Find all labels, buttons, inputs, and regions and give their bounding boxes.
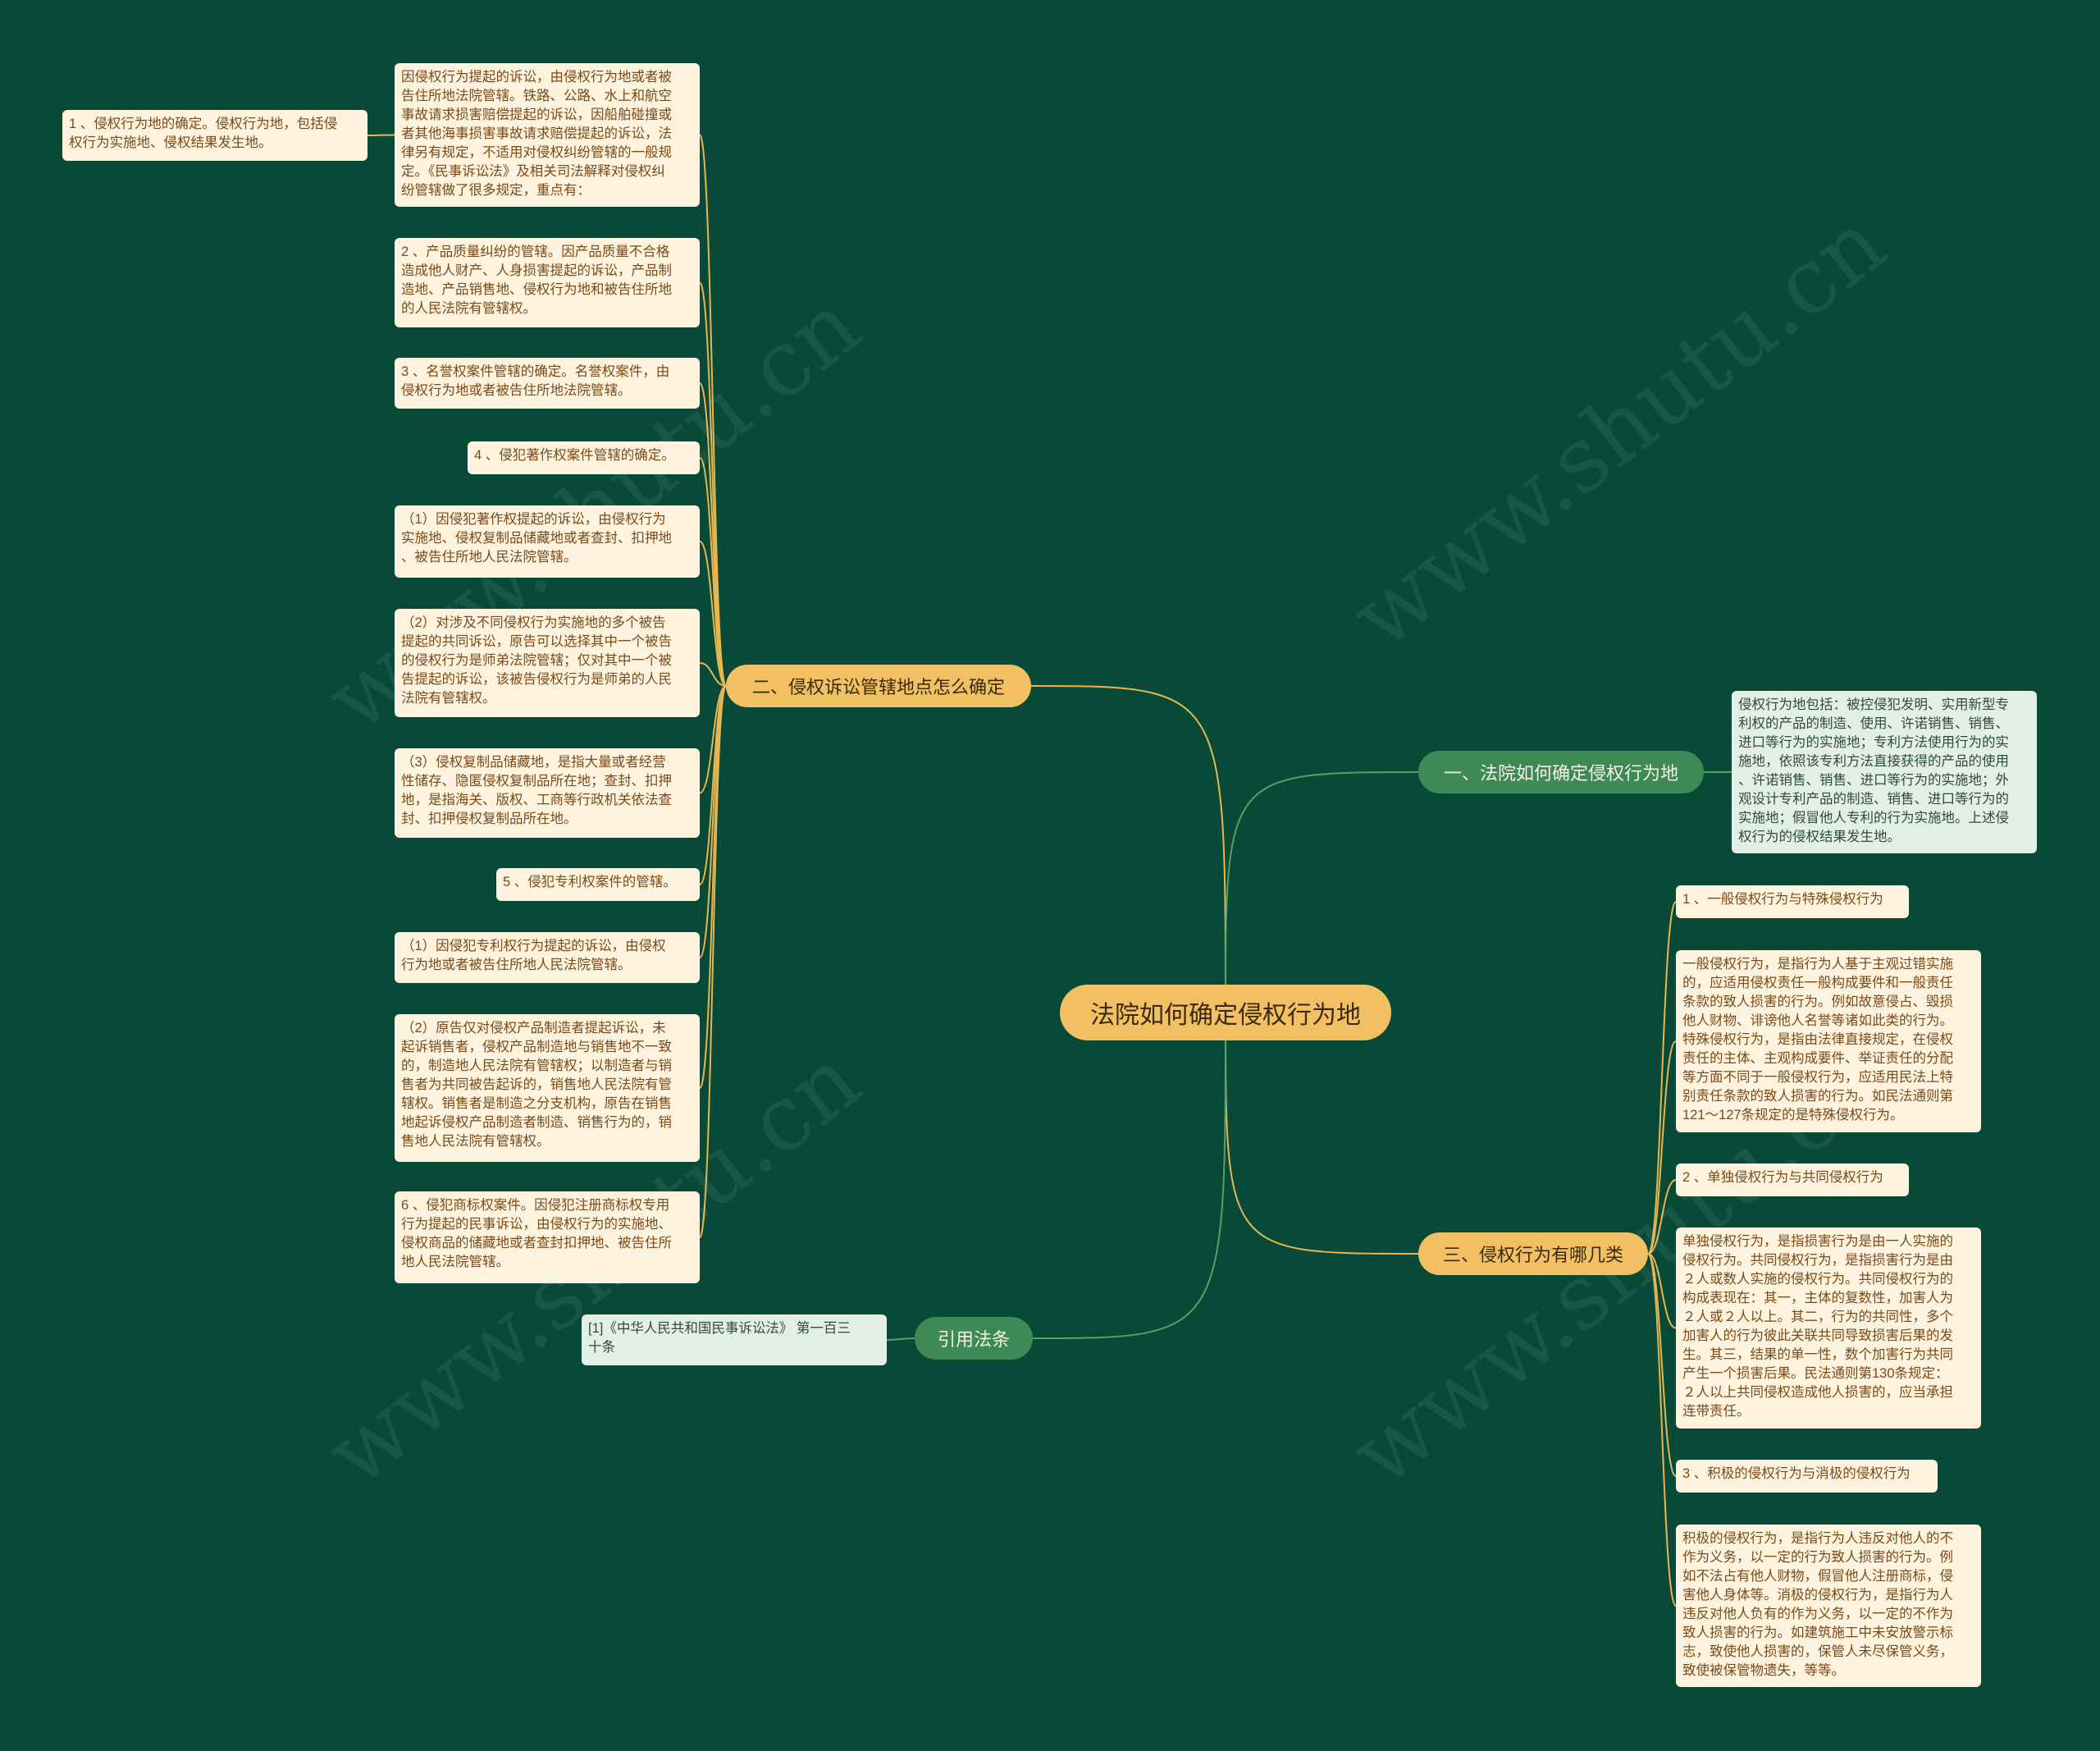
leaf-note[interactable]: 一般侵权行为，是指行为人基于主观过错实施 的，应适用侵权责任一般构成要件和一般责… xyxy=(1676,950,1981,1132)
leaf-law-reference[interactable]: [1]《中华人民共和国民事诉讼法》 第一百三 十条 xyxy=(582,1314,887,1365)
branch-cited-law[interactable]: 引用法条 xyxy=(915,1317,1033,1360)
leaf-note[interactable]: 6 、侵犯商标权案件。因侵犯注册商标权专用 行为提起的民事诉讼，由侵权行为的实施… xyxy=(395,1191,700,1283)
leaf-note[interactable]: 4 、侵犯著作权案件管辖的确定。 xyxy=(468,441,700,474)
leaf-leaf-connector xyxy=(367,134,395,136)
leaf-note[interactable]: （3）侵权复制品储藏地，是指大量或者经营 性储存、隐匿侵权复制品所在地；查封、扣… xyxy=(395,748,700,838)
leaf-note[interactable]: 5 、侵犯专利权案件的管辖。 xyxy=(496,868,700,901)
root-topic[interactable]: 法院如何确定侵权行为地 xyxy=(1060,985,1391,1040)
branch-leaf-connector xyxy=(699,685,727,1238)
branch-leaf-connector xyxy=(1647,1179,1677,1255)
leaf-note[interactable]: 2 、产品质量纠纷的管辖。因产品质量不合格 造成他人财产、人身损害提起的诉讼，产… xyxy=(395,238,700,327)
leaf-note[interactable]: 单独侵权行为，是指损害行为是由一人实施的 侵权行为。共同侵权行为，是指损害行为是… xyxy=(1676,1228,1981,1429)
leaf-note[interactable]: 3 、积极的侵权行为与消极的侵权行为 xyxy=(1676,1460,1938,1493)
leaf-note[interactable]: 2 、单独侵权行为与共同侵权行为 xyxy=(1676,1164,1909,1196)
leaf-note[interactable]: 侵权行为地包括：被控侵犯发明、实用新型专 利权的产品的制造、使用、许诺销售、销售… xyxy=(1732,691,2037,853)
root-branch-connector xyxy=(1032,1012,1226,1339)
branch-tort-types[interactable]: 三、侵权行为有哪几类 xyxy=(1418,1232,1648,1275)
branch-determine-place[interactable]: 一、法院如何确定侵权行为地 xyxy=(1418,751,1704,793)
leaf-note[interactable]: （2）原告仅对侵权产品制造者提起诉讼，未 起诉销售者，侵权产品制造地与销售地不一… xyxy=(395,1014,700,1162)
branch-jurisdiction[interactable]: 二、侵权诉讼管辖地点怎么确定 xyxy=(726,665,1031,707)
leaf-note[interactable]: 积极的侵权行为，是指行为人违反对他人的不 作为义务，以一定的行为致人损害的行为。… xyxy=(1676,1525,1981,1687)
branch-leaf-connector xyxy=(699,685,727,794)
branch-leaf-connector xyxy=(699,685,727,1089)
leaf-note[interactable]: （1）因侵犯著作权提起的诉讼，由侵权行为 实施地、侵权复制品储藏地或者查封、扣押… xyxy=(395,505,700,578)
branch-leaf-connector xyxy=(699,281,727,687)
root-topic-label: 法院如何确定侵权行为地 xyxy=(1090,1002,1361,1029)
leaf-note[interactable]: （1）因侵犯专利权行为提起的诉讼，由侵权 行为地或者被告住所地人民法院管辖。 xyxy=(395,932,700,983)
leaf-note[interactable]: （2）对涉及不同侵权行为实施地的多个被告 提起的共同诉讼，原告可以选择其中一个被… xyxy=(395,609,700,717)
leaf-note[interactable]: 1 、一般侵权行为与特殊侵权行为 xyxy=(1676,885,1909,918)
branch-leaf-connector xyxy=(699,685,727,958)
root-branch-connector xyxy=(1030,685,1226,1013)
branch-label: 引用法条 xyxy=(937,1329,1010,1350)
branch-leaf-connector xyxy=(699,541,727,687)
leaf-note[interactable]: 3 、名誉权案件管辖的确定。名誉权案件，由 侵权行为地或者被告住所地法院管辖。 xyxy=(395,358,700,409)
leaf-note[interactable]: 1 、侵权行为地的确定。侵权行为地，包括侵 权行为实施地、侵权结果发生地。 xyxy=(62,110,368,161)
branch-leaf-connector xyxy=(1647,1253,1677,1477)
branch-leaf-connector xyxy=(699,134,727,687)
branch-label: 二、侵权诉讼管辖地点怎么确定 xyxy=(751,677,1005,697)
leaf-note[interactable]: 因侵权行为提起的诉讼，由侵权行为地或者被 告住所地法院管辖。铁路、公路、水上和航… xyxy=(395,63,700,207)
branch-leaf-connector xyxy=(1647,1253,1677,1329)
branch-leaf-connector xyxy=(1647,901,1677,1255)
branch-leaf-connector xyxy=(1647,1253,1677,1607)
branch-label: 一、法院如何确定侵权行为地 xyxy=(1443,763,1678,784)
branch-leaf-connector xyxy=(699,685,727,885)
branch-leaf-connector xyxy=(699,662,727,687)
root-branch-connector xyxy=(1225,771,1419,1013)
branch-label: 三、侵权行为有哪几类 xyxy=(1442,1245,1623,1265)
branch-leaf-connector xyxy=(1647,1040,1677,1255)
branch-leaf-connector xyxy=(699,457,727,687)
branch-leaf-connector xyxy=(886,1337,915,1341)
root-branch-connector xyxy=(1225,1012,1419,1255)
